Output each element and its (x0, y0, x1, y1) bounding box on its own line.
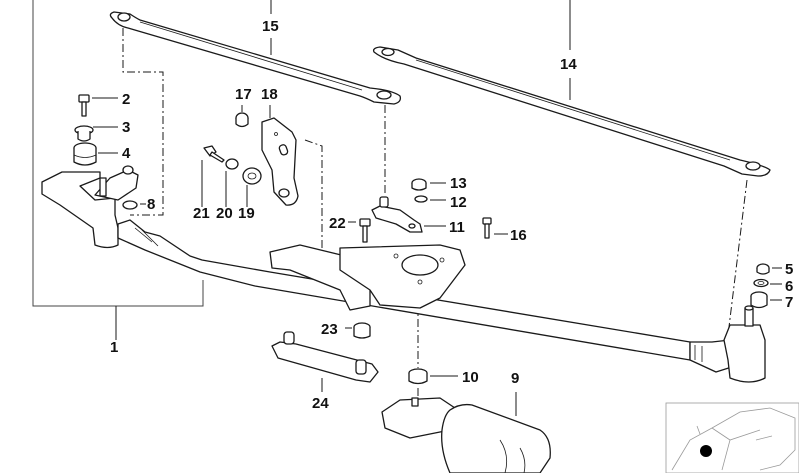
lock-washer-12[interactable] (414, 195, 428, 203)
callout-13[interactable]: 13 (450, 175, 467, 192)
right-pivot[interactable] (723, 305, 766, 383)
assembly-line-right (727, 179, 748, 336)
callout-7[interactable]: 7 (785, 294, 793, 311)
callout-16[interactable]: 16 (510, 227, 527, 244)
callout-labels: 1 2 3 4 5 6 7 8 9 10 11 12 13 14 15 16 1… (110, 18, 793, 412)
bolt-21[interactable] (203, 145, 225, 163)
grommet-4[interactable] (73, 142, 97, 166)
callout-5[interactable]: 5 (785, 261, 793, 278)
grommet-19[interactable] (242, 167, 262, 185)
callout-3[interactable]: 3 (122, 119, 130, 136)
callout-20[interactable]: 20 (216, 205, 233, 222)
callout-11[interactable]: 11 (449, 219, 465, 236)
bracket-18[interactable] (261, 117, 299, 206)
wiper-motor-9[interactable] (381, 397, 551, 473)
link-plate-24[interactable] (271, 331, 379, 383)
bolt-16[interactable] (482, 217, 492, 239)
callout-2[interactable]: 2 (122, 91, 130, 108)
callout-22[interactable]: 22 (329, 215, 346, 232)
motor-mounting-plate[interactable] (269, 244, 466, 311)
callout-10[interactable]: 10 (462, 369, 479, 386)
bolt-2[interactable] (78, 94, 90, 117)
nut-13[interactable] (411, 178, 427, 191)
callout-1[interactable]: 1 (110, 339, 118, 356)
callout-15[interactable]: 15 (262, 18, 279, 35)
callout-17[interactable]: 17 (235, 86, 252, 103)
car-locator-icon (665, 402, 799, 473)
bolt-22[interactable] (359, 218, 371, 243)
nut-5[interactable] (756, 263, 770, 275)
assembly-line-mid (304, 139, 323, 250)
callout-19[interactable]: 19 (238, 205, 255, 222)
nut-23[interactable] (353, 322, 371, 339)
callout-8[interactable]: 8 (147, 196, 155, 213)
callout-23[interactable]: 23 (321, 321, 338, 338)
callout-9[interactable]: 9 (511, 370, 519, 387)
washer-6[interactable] (753, 278, 769, 288)
grommet-7[interactable] (750, 291, 768, 309)
assembly-1-bracket (32, 0, 204, 340)
callout-18[interactable]: 18 (261, 86, 278, 103)
callout-21[interactable]: 21 (193, 205, 210, 222)
callout-12[interactable]: 12 (450, 194, 467, 211)
crank-arm-11[interactable] (371, 196, 423, 233)
nut-17[interactable] (235, 112, 249, 128)
callout-6[interactable]: 6 (785, 278, 793, 295)
bushing-20[interactable] (225, 158, 239, 170)
assembly-line-left (122, 28, 164, 216)
callout-4[interactable]: 4 (122, 145, 131, 162)
left-pivot-housing[interactable] (41, 165, 139, 249)
linkage-rod-14[interactable] (372, 46, 771, 177)
callout-24[interactable]: 24 (312, 395, 329, 412)
locator-marker (700, 445, 712, 457)
callout-14[interactable]: 14 (560, 56, 577, 73)
linkage-rod-15[interactable] (109, 11, 402, 105)
washer-3[interactable] (74, 125, 94, 142)
grommet-10[interactable] (408, 368, 428, 385)
leader-lines (92, 97, 782, 416)
